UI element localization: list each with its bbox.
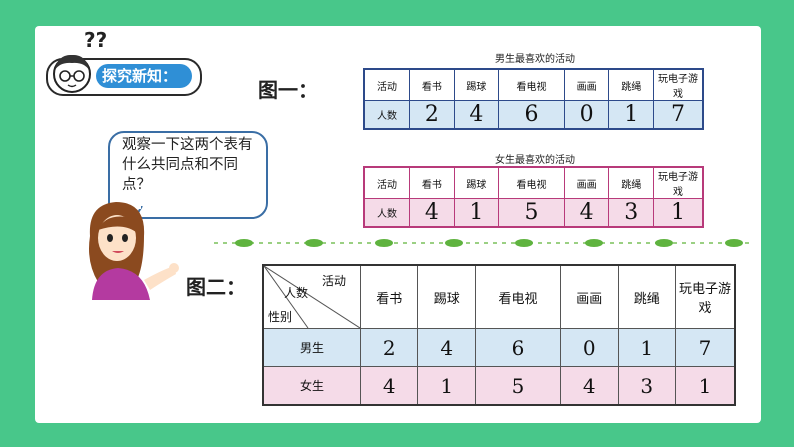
value-cell: 5 bbox=[498, 198, 565, 228]
header-cell: 看电视 bbox=[474, 264, 562, 329]
value-cell: 1 bbox=[617, 328, 677, 367]
row-label: 人数 bbox=[363, 100, 411, 130]
value-cell: 4 bbox=[409, 198, 455, 228]
value-cell: 4 bbox=[560, 366, 619, 406]
value-cell: 1 bbox=[675, 366, 736, 406]
header-cell: 活动 bbox=[363, 166, 411, 199]
boys-activity-table: 活动 看书 踢球 看电视 画画 跳绳 玩电子游戏 人数 2 4 6 0 1 7 bbox=[363, 68, 704, 130]
value-cell: 1 bbox=[608, 100, 654, 130]
value-cell: 4 bbox=[417, 328, 476, 367]
girls-activity-table: 活动 看书 踢球 看电视 画画 跳绳 玩电子游戏 人数 4 1 5 4 3 1 bbox=[363, 166, 704, 228]
header-cell: 看电视 bbox=[498, 68, 565, 101]
header-cell: 玩电子游戏 bbox=[653, 68, 704, 101]
girl-face-icon bbox=[53, 54, 91, 93]
header-cell: 玩电子游戏 bbox=[653, 166, 704, 199]
row-label: 女生 bbox=[262, 366, 361, 406]
header-cell: 看书 bbox=[359, 264, 419, 329]
corner-middle: 人数 bbox=[284, 286, 309, 300]
figure2-label: 图二： bbox=[186, 275, 246, 299]
corner-top: 活动 bbox=[322, 274, 347, 288]
boys-table-title: 男生最喜欢的活动 bbox=[495, 54, 575, 65]
corner-cell: 活动 人数 性别 bbox=[262, 264, 361, 329]
value-cell: 1 bbox=[453, 198, 500, 228]
value-cell: 7 bbox=[653, 100, 704, 130]
badge-label: 探究新知： bbox=[96, 64, 192, 88]
header-cell: 跳绳 bbox=[608, 166, 654, 199]
corner-bottom: 性别 bbox=[268, 310, 293, 324]
value-cell: 4 bbox=[359, 366, 419, 406]
value-cell: 3 bbox=[617, 366, 677, 406]
value-cell: 4 bbox=[563, 198, 610, 228]
value-cell: 6 bbox=[474, 328, 562, 367]
header-cell: 跳绳 bbox=[617, 264, 677, 329]
header-cell: 看书 bbox=[409, 166, 455, 199]
value-cell: 7 bbox=[675, 328, 736, 367]
value-cell: 2 bbox=[359, 328, 419, 367]
value-cell: 1 bbox=[417, 366, 476, 406]
header-cell: 踢球 bbox=[453, 68, 500, 101]
header-cell: 看电视 bbox=[498, 166, 565, 199]
header-cell: 跳绳 bbox=[608, 68, 654, 101]
row-label: 人数 bbox=[363, 198, 411, 228]
header-cell: 画画 bbox=[563, 166, 610, 199]
clover-divider bbox=[214, 239, 754, 247]
value-cell: 3 bbox=[608, 198, 654, 228]
header-cell: 玩电子游戏 bbox=[675, 264, 736, 329]
value-cell: 5 bbox=[474, 366, 562, 406]
question-marks-icon: ?? bbox=[84, 28, 108, 52]
header-cell: 活动 bbox=[363, 68, 411, 101]
value-cell: 6 bbox=[498, 100, 565, 130]
figure1-label: 图一： bbox=[258, 78, 318, 102]
header-cell: 画画 bbox=[560, 264, 619, 329]
combined-activity-table: 活动 人数 性别 看书 踢球 看电视 画画 跳绳 玩电子游戏 男生 2 4 6 … bbox=[262, 264, 736, 406]
value-cell: 1 bbox=[653, 198, 704, 228]
header-cell: 画画 bbox=[563, 68, 610, 101]
header-cell: 踢球 bbox=[417, 264, 476, 329]
value-cell: 4 bbox=[453, 100, 500, 130]
speech-bubble: 观察一下这两个表有什么共同点和不同点？ bbox=[108, 131, 268, 219]
speech-bubble-text: 观察一下这两个表有什么共同点和不同点？ bbox=[122, 137, 253, 193]
girls-table-title: 女生最喜欢的活动 bbox=[495, 155, 575, 166]
value-cell: 0 bbox=[560, 328, 619, 367]
value-cell: 0 bbox=[563, 100, 610, 130]
header-cell: 踢球 bbox=[453, 166, 500, 199]
row-label: 男生 bbox=[262, 328, 361, 367]
teacher-illustration bbox=[89, 202, 179, 300]
header-cell: 看书 bbox=[409, 68, 455, 101]
value-cell: 2 bbox=[409, 100, 455, 130]
corner-diagonals bbox=[264, 266, 360, 328]
